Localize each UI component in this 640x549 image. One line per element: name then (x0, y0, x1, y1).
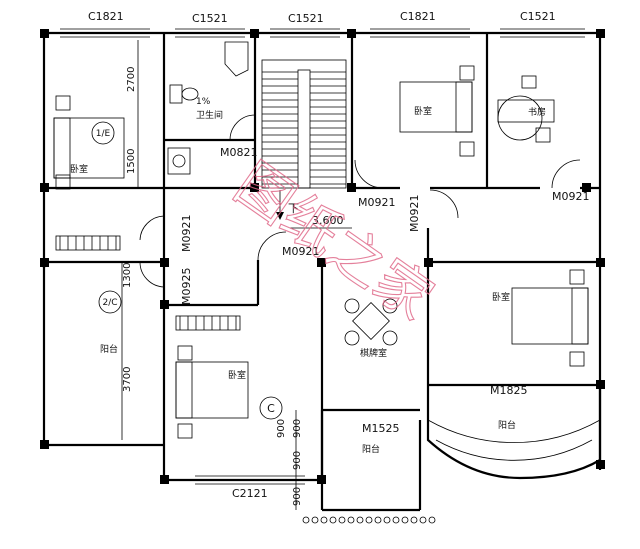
baluster (401, 516, 409, 524)
axis-label-1e: 1/E (96, 129, 111, 139)
baluster (419, 516, 427, 524)
door-swings (139, 114, 601, 461)
door-label-bed-ne: M0921 (358, 196, 396, 209)
window-label-top-study: C1521 (520, 10, 556, 23)
baluster (347, 516, 355, 524)
room-label-bed-ne: 卧室 (414, 105, 432, 117)
axis-marker-2c (98, 290, 122, 314)
baluster (320, 516, 328, 524)
room-label-balcony-e: 阳台 (498, 419, 516, 431)
baluster (311, 516, 319, 524)
room-label-bed-e: 卧室 (492, 291, 510, 303)
door-label-balcony-round: M1825 (490, 384, 528, 397)
door-label-left-corr: M0925 (180, 268, 193, 306)
staircase (261, 59, 347, 220)
window-label-bottom: C2121 (232, 487, 268, 500)
dim-900-a: 900 (292, 419, 303, 438)
bathroom-fixtures (167, 41, 249, 175)
baluster (302, 516, 310, 524)
baluster (392, 516, 400, 524)
window-marks (60, 28, 585, 485)
axis-label-c: C (267, 402, 275, 415)
dim-1500: 1500 (126, 149, 137, 174)
window-label-top-bed: C1821 (400, 10, 436, 23)
dimension-labels: 2700 1500 1300 3700 900 900 900 900 (121, 40, 303, 510)
mahjong-table (344, 298, 398, 346)
window-label-top-stair: C1521 (288, 12, 324, 25)
door-label-corridor: M0921 (282, 245, 320, 258)
balcony-railing (302, 516, 436, 524)
dim-3700: 3700 (122, 367, 133, 392)
window-label-top-left: C1821 (88, 10, 124, 23)
door-label-mid: M0921 (408, 195, 421, 233)
baluster (356, 516, 364, 524)
corridor-hatch (55, 235, 241, 331)
axis-label-2c: 2/C (102, 298, 117, 308)
room-label-bed-nw: 卧室 (70, 163, 88, 175)
baluster (329, 516, 337, 524)
elevation-value: 3.600 (312, 214, 344, 227)
room-label-bed-s: 卧室 (228, 369, 246, 381)
columns (40, 29, 605, 484)
baluster (428, 516, 436, 524)
bed-nw (53, 95, 125, 190)
room-label-mahjong: 棋牌室 (360, 347, 387, 359)
bed-ne (399, 65, 475, 157)
axis-marker-1e (91, 121, 115, 145)
room-labels: 卫生间 1% 卧室 卧室 书房 卧室 卧室 阳台 阳台 阳台 棋牌室 (70, 97, 546, 455)
dim-1300: 1300 (122, 263, 133, 288)
baluster (410, 516, 418, 524)
room-label-bath: 卫生间 (196, 109, 223, 121)
door-label-bath: M0821 (220, 146, 258, 159)
door-label-balcony-small: M1525 (362, 422, 400, 435)
bed-e (511, 269, 589, 367)
dim-900-b: 900 (292, 451, 303, 470)
slope-label: 1% (196, 97, 211, 107)
window-label-top-bath: C1521 (192, 12, 228, 25)
bed-s (175, 345, 249, 439)
door-label-left-vertical: M0921 (180, 215, 193, 253)
baluster (374, 516, 382, 524)
axis-marker-c (259, 396, 283, 420)
baluster (383, 516, 391, 524)
stair-down-label: 下 (288, 202, 299, 215)
door-label-study: M0921 (552, 190, 590, 203)
dim-900-c: 900 (276, 419, 287, 438)
round-balcony (426, 385, 602, 480)
elevation-mark: 下 3.600 (288, 202, 352, 229)
opening-labels: C1821 C1521 C1521 C1821 C1521 C2121 M082… (88, 10, 590, 500)
axis-markers: 1/E 2/C C (91, 121, 283, 420)
baluster (365, 516, 373, 524)
dim-2700: 2700 (126, 67, 137, 92)
room-label-balcony-s: 阳台 (362, 443, 380, 455)
study-desk (497, 75, 555, 143)
walls (42, 31, 602, 512)
room-label-study: 书房 (528, 106, 546, 118)
room-label-balcony-w: 阳台 (100, 343, 118, 355)
dim-900-d: 900 (292, 487, 303, 506)
baluster (338, 516, 346, 524)
